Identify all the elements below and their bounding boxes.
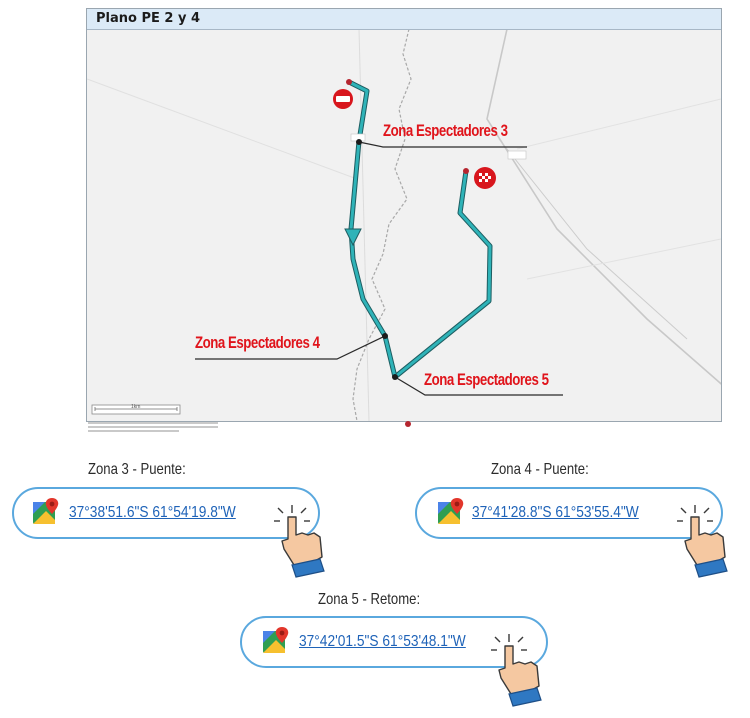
pointing-hand-icon — [491, 634, 542, 707]
zone-5-label: Zona Espectadores 5 — [424, 370, 549, 389]
zone-4-title: Zona 4 - Puente: — [491, 461, 589, 478]
pointing-hand-icon — [677, 505, 728, 578]
map-panel[interactable]: 1km Plano PE 2 y 4 Zona Espectadores 3 Z… — [86, 8, 722, 422]
stage-route — [346, 79, 493, 380]
map-header: Plano PE 2 y 4 — [87, 9, 721, 30]
zone-3-point — [356, 139, 362, 145]
zone-3-link-pill[interactable]: 37°38'51.6"S 61°54'19.8"W — [12, 487, 325, 578]
zone-4-coords-link[interactable]: 37°41'28.8"S 61°53'55.4"W — [472, 504, 639, 521]
road-vertical — [358, 28, 370, 421]
map-attribution — [88, 422, 218, 434]
road-short-3 — [526, 238, 721, 280]
map-roads — [87, 28, 721, 421]
direction-arrow-icon — [344, 228, 362, 247]
google-maps-icon — [263, 627, 289, 653]
zone-3-title: Zona 3 - Puente: — [88, 461, 186, 478]
zone-3-label: Zona Espectadores 3 — [383, 121, 508, 140]
road-short-1 — [87, 78, 358, 180]
district-border — [352, 28, 412, 421]
map-canvas[interactable]: 1km — [87, 9, 721, 421]
road-short-2 — [516, 98, 721, 150]
start-point — [346, 79, 352, 85]
map-title: Plano PE 2 y 4 — [96, 11, 201, 26]
zone-3-coords-link[interactable]: 37°38'51.6"S 61°54'19.8"W — [69, 504, 236, 521]
zone-5-link-pill[interactable]: 37°42'01.5"S 61°53'48.1"W — [240, 616, 548, 707]
map-marker-dot — [405, 421, 411, 427]
pointing-hand-icon — [274, 505, 325, 578]
google-maps-icon — [438, 498, 464, 524]
google-maps-icon — [33, 498, 59, 524]
scale-label: 1km — [131, 404, 140, 410]
zone-5-point — [392, 374, 398, 380]
zone-4-point — [382, 333, 388, 339]
zone-5-coords-link[interactable]: 37°42'01.5"S 61°53'48.1"W — [299, 633, 466, 650]
zone-4-link-pill[interactable]: 37°41'28.8"S 61°53'55.4"W — [415, 487, 728, 578]
zone-leaders — [195, 141, 563, 396]
finish-point — [463, 168, 469, 174]
checkered-flag-icon — [474, 167, 496, 189]
no-entry-icon — [333, 89, 353, 109]
road-diagonal — [486, 28, 721, 385]
road-label-box — [507, 150, 527, 160]
zone-4-label: Zona Espectadores 4 — [195, 333, 320, 352]
zone-5-title: Zona 5 - Retome: — [318, 591, 421, 608]
road-diagonal-side — [498, 138, 688, 340]
scale-bar — [91, 404, 181, 415]
